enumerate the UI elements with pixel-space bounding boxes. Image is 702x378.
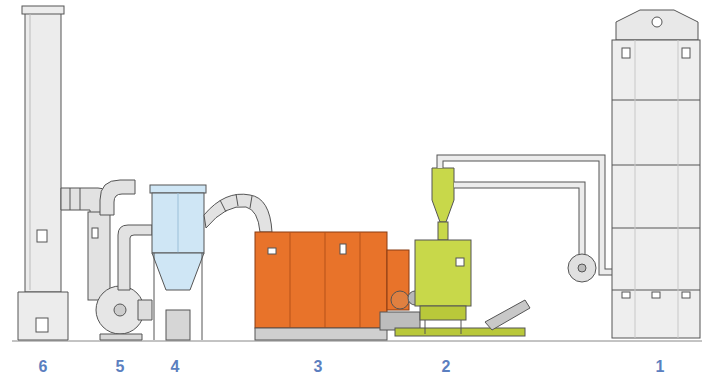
silo-roof <box>616 10 698 40</box>
boiler-body <box>255 232 387 328</box>
silo-fan <box>568 254 596 282</box>
chimney-base <box>18 292 68 340</box>
screw-conveyor <box>395 328 525 336</box>
ash-bin <box>166 310 190 340</box>
filter-hopper <box>152 253 204 290</box>
fan-pipe <box>88 212 110 300</box>
chimney-stack <box>25 12 61 292</box>
filter-cap <box>150 185 206 193</box>
bag-filter <box>152 193 204 253</box>
silo-body <box>612 40 700 338</box>
callout-number: 4 <box>171 358 180 376</box>
callout-number: 1 <box>656 358 665 376</box>
callout-number: 2 <box>442 358 451 376</box>
callout-number: 6 <box>39 358 48 376</box>
boiler-base <box>255 328 387 340</box>
callout-number: 5 <box>116 358 125 376</box>
boiler-duct <box>204 194 272 232</box>
exhaust-fan <box>96 286 144 334</box>
cyclone <box>432 168 454 222</box>
dryer-body <box>415 240 471 306</box>
callout-number: 3 <box>314 358 323 376</box>
burner-feed <box>380 312 420 330</box>
fan-duct <box>118 225 152 290</box>
